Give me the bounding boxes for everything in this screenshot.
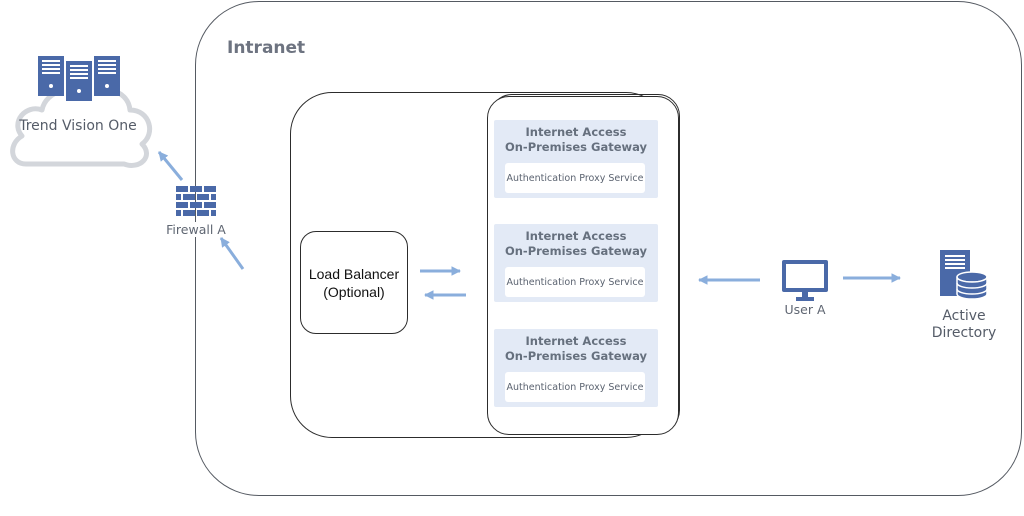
intranet-label: Intranet: [227, 38, 306, 58]
active-directory-label: Active Directory: [931, 308, 997, 341]
load-balancer: Load Balancer (Optional): [300, 231, 408, 334]
gateway-card: Internet Access On-Premises Gateway Auth…: [494, 329, 658, 407]
trend-vision-one-label: Trend Vision One: [19, 118, 137, 134]
intranet-boundary: [195, 1, 1022, 496]
load-balancer-optional-label: (Optional): [323, 283, 385, 300]
monitor-icon: [782, 260, 828, 301]
arrow-intranet-to-firewall: [219, 237, 245, 270]
user-label: User A: [784, 302, 826, 317]
gateway-title: Internet Access On-Premises Gateway: [504, 125, 648, 154]
arrow-firewall-to-cloud: [157, 151, 184, 181]
server-cluster-icon: [38, 56, 120, 102]
gateway-title: Internet Access On-Premises Gateway: [504, 334, 648, 363]
gateway-card: Internet Access On-Premises Gateway Auth…: [494, 120, 658, 198]
trend-vision-one-cloud: [10, 56, 153, 168]
gateway-card: Internet Access On-Premises Gateway Auth…: [494, 224, 658, 302]
load-balancer-label: Load Balancer: [308, 265, 400, 282]
auth-proxy-service: Authentication Proxy Service: [505, 163, 645, 193]
firewall-icon: [176, 186, 216, 216]
auth-proxy-service: Authentication Proxy Service: [505, 267, 645, 297]
auth-proxy-service: Authentication Proxy Service: [505, 372, 645, 402]
gateway-title: Internet Access On-Premises Gateway: [504, 229, 648, 258]
active-directory-icon: [940, 250, 988, 300]
firewall-label: Firewall A: [156, 222, 236, 237]
